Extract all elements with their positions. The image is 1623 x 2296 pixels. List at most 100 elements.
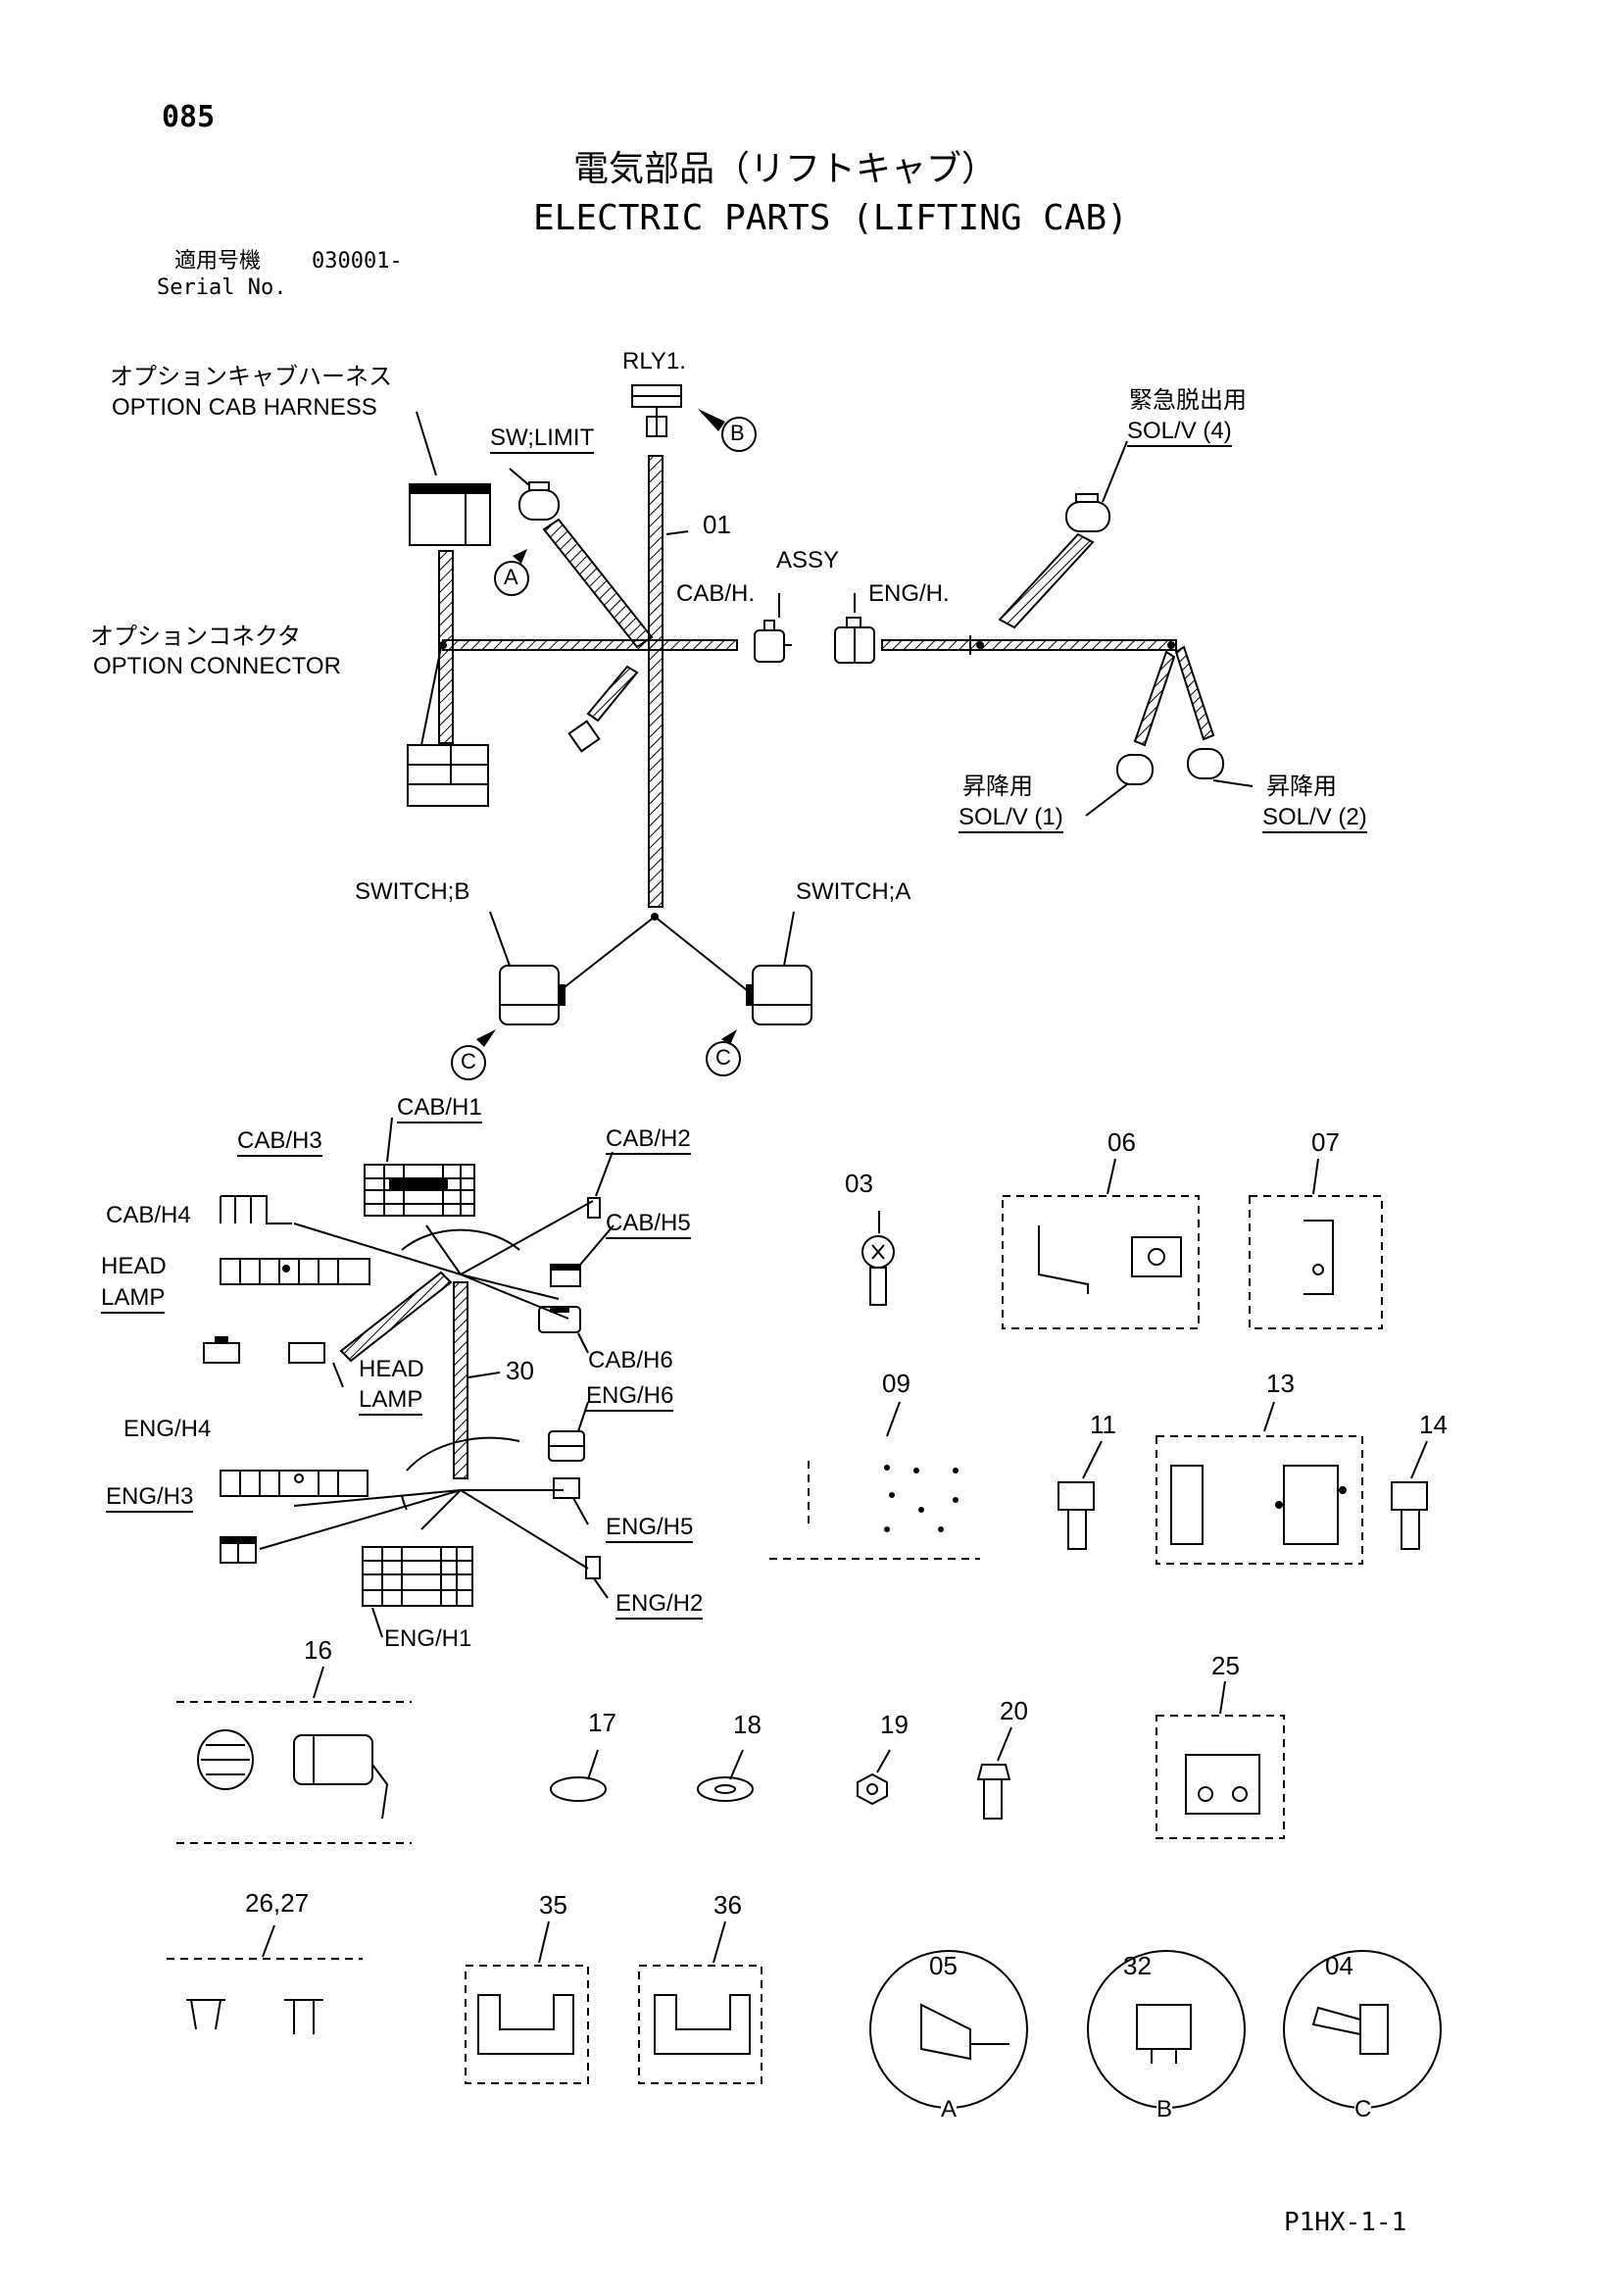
part-36-channel xyxy=(638,1921,762,2084)
switch-a-label: SWITCH;A xyxy=(796,878,911,905)
part-17-washer xyxy=(550,1776,607,1802)
switch-b-label: SWITCH;B xyxy=(355,878,470,905)
sol-v2-label: SOL/V (2) xyxy=(1262,806,1367,833)
serial-label-jp: 適用号機 xyxy=(174,249,262,274)
part-number-04: 04 xyxy=(1325,1951,1353,1980)
harness-trunk-vertical xyxy=(648,455,664,908)
head-lamp-1a: HEAD xyxy=(101,1253,167,1279)
part-06-bracket xyxy=(1002,1195,1200,1329)
callout-b-letter: B xyxy=(730,421,745,445)
switch-b xyxy=(499,965,560,1025)
eng-h2-connector xyxy=(585,1556,601,1579)
emergency-jp: 緊急脱出用 xyxy=(1129,386,1247,414)
detail-label-c: C xyxy=(1354,2096,1372,2122)
cab-h-label: CAB/H. xyxy=(676,580,756,607)
part-20-bolt xyxy=(976,1726,1012,1820)
callouts-main xyxy=(451,417,757,1080)
part-number-32: 32 xyxy=(1123,1951,1152,1980)
detail-label-b: B xyxy=(1156,2096,1173,2122)
callout-c-letter-right: C xyxy=(715,1045,731,1070)
sol-v4-label: SOL/V (4) xyxy=(1127,420,1232,447)
page-number: 085 xyxy=(162,100,216,134)
eng-h5-label: ENG/H5 xyxy=(606,1516,694,1543)
callout-a-circle xyxy=(494,561,529,596)
part-number-25: 25 xyxy=(1211,1651,1240,1680)
head-lamp-2a: HEAD xyxy=(359,1356,424,1382)
page-title-en: ELECTRIC PARTS (LIFTING CAB) xyxy=(533,198,1128,238)
eng-h4-label: ENG/H4 xyxy=(123,1416,212,1442)
harness-30-vertical xyxy=(453,1281,468,1479)
eng-h6-label: ENG/H6 xyxy=(586,1384,674,1412)
cab-h4-connector xyxy=(220,1258,370,1285)
part-number-18: 18 xyxy=(733,1710,762,1739)
part-number-36: 36 xyxy=(713,1890,742,1920)
lift-jp-1: 昇降用 xyxy=(962,773,1033,800)
head-lamp-1b: LAMP xyxy=(101,1286,166,1314)
serial-label-en: Serial No. xyxy=(157,275,287,300)
part-14-bolt xyxy=(1391,1440,1428,1550)
eng-h1-connector xyxy=(362,1546,473,1607)
part-number-16: 16 xyxy=(304,1635,332,1665)
callout-c-letter-left: C xyxy=(461,1049,476,1073)
part-26-27-clips xyxy=(167,1924,363,2034)
assy-label: ASSY xyxy=(776,547,840,574)
head-lamp-2b: LAMP xyxy=(359,1388,423,1416)
callout-c-circle-left xyxy=(451,1045,486,1080)
sub-harness-30 xyxy=(203,1117,615,1638)
part-number-06: 06 xyxy=(1107,1127,1136,1157)
head-lamp-connector-1 xyxy=(203,1342,240,1364)
eng-h5-connector xyxy=(553,1477,580,1499)
detail-label-a: A xyxy=(941,2096,958,2122)
serial-value: 030001- xyxy=(312,249,403,274)
option-cab-harness-jp: オプションキャブハーネス xyxy=(110,363,392,390)
part-13-bracket xyxy=(1156,1435,1363,1565)
lift-jp-2: 昇降用 xyxy=(1266,773,1337,800)
part-number-26-27: 26,27 xyxy=(245,1888,310,1918)
part-number-35: 35 xyxy=(539,1890,567,1920)
part-35-channel xyxy=(465,1921,589,2084)
option-connector-box xyxy=(407,744,489,807)
page-title-jp: 電気部品（リフトキャブ） xyxy=(573,149,998,189)
part-number-09: 09 xyxy=(882,1369,910,1398)
part-30-label: 30 xyxy=(506,1356,534,1385)
part-number-05: 05 xyxy=(929,1951,958,1980)
part-number-13: 13 xyxy=(1266,1369,1295,1398)
part-09-panel xyxy=(769,1461,980,1560)
cab-h5-label: CAB/H5 xyxy=(606,1212,691,1239)
part-number-14: 14 xyxy=(1419,1410,1448,1439)
parts-grid xyxy=(167,1158,1442,2109)
sol-v1-valve xyxy=(1116,754,1154,785)
part-number-11: 11 xyxy=(1090,1410,1116,1439)
part-number-07: 07 xyxy=(1311,1127,1340,1157)
eng-h3-label: ENG/H3 xyxy=(106,1485,194,1513)
part-11-bolt xyxy=(1057,1440,1103,1550)
eng-h4-connector xyxy=(220,1470,369,1497)
cab-h2-label: CAB/H2 xyxy=(606,1127,691,1155)
option-connector-jp: オプションコネクタ xyxy=(90,623,302,650)
sol-v2-valve xyxy=(1187,748,1224,779)
part-number-19: 19 xyxy=(880,1710,909,1739)
part-number-17: 17 xyxy=(588,1708,616,1737)
part-number-20: 20 xyxy=(1000,1696,1028,1725)
footer-page-code: P1HX-1-1 xyxy=(1284,2208,1407,2237)
part-07-plate xyxy=(1249,1195,1383,1329)
sol-v4-valve xyxy=(1065,501,1110,532)
main-harness xyxy=(407,384,1254,1025)
sw-limit-label: SW;LIMIT xyxy=(490,426,595,454)
harness-trunk-right xyxy=(881,639,1177,651)
callout-b-circle xyxy=(721,417,757,452)
cab-h1-label: CAB/H1 xyxy=(397,1096,482,1123)
harness-trunk-left xyxy=(442,639,738,651)
eng-h1-label: ENG/H1 xyxy=(384,1625,472,1652)
cab-h2-connector xyxy=(587,1197,601,1219)
part-25-bracket xyxy=(1156,1715,1285,1839)
cab-h4-label: CAB/H4 xyxy=(106,1202,191,1228)
eng-h2-label: ENG/H2 xyxy=(615,1592,704,1620)
part-16-head-lamp xyxy=(176,1666,412,1844)
sol-v1-label: SOL/V (1) xyxy=(959,806,1063,833)
switch-a xyxy=(752,965,812,1025)
cab-h3-label: CAB/H3 xyxy=(237,1129,322,1157)
eng-h-label: ENG/H. xyxy=(868,580,950,607)
part-18-washer xyxy=(697,1776,754,1802)
